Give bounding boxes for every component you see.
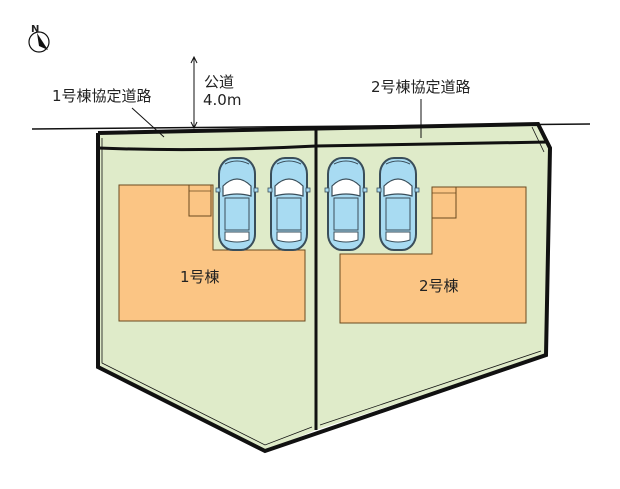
building-2-entrance (431, 186, 457, 219)
car-2 (267, 157, 311, 251)
car-1 (215, 157, 259, 251)
car-3 (324, 157, 368, 251)
private-road-2-label: 2号棟協定道路 (371, 78, 471, 96)
lot-inner-edge (101, 138, 313, 446)
building-1 (118, 184, 306, 322)
public-road-label: 公道 (204, 73, 235, 91)
public-road-width: 4.0m (203, 91, 242, 109)
building-1-label: 1号棟 (180, 268, 220, 286)
building-2 (339, 186, 527, 324)
building-1-entrance (188, 184, 212, 217)
building-2-label: 2号棟 (419, 277, 459, 295)
lot-inner-edge-3 (531, 126, 545, 153)
private-road-1-label: 1号棟協定道路 (52, 87, 152, 105)
north-arrow-icon (28, 31, 50, 53)
compass-label: N (31, 24, 40, 35)
site-boundary (96, 121, 553, 454)
car-4 (376, 157, 420, 251)
lot-inner-edge-2 (319, 350, 542, 426)
leader-line-1 (131, 107, 165, 138)
private-road-line (97, 140, 549, 152)
